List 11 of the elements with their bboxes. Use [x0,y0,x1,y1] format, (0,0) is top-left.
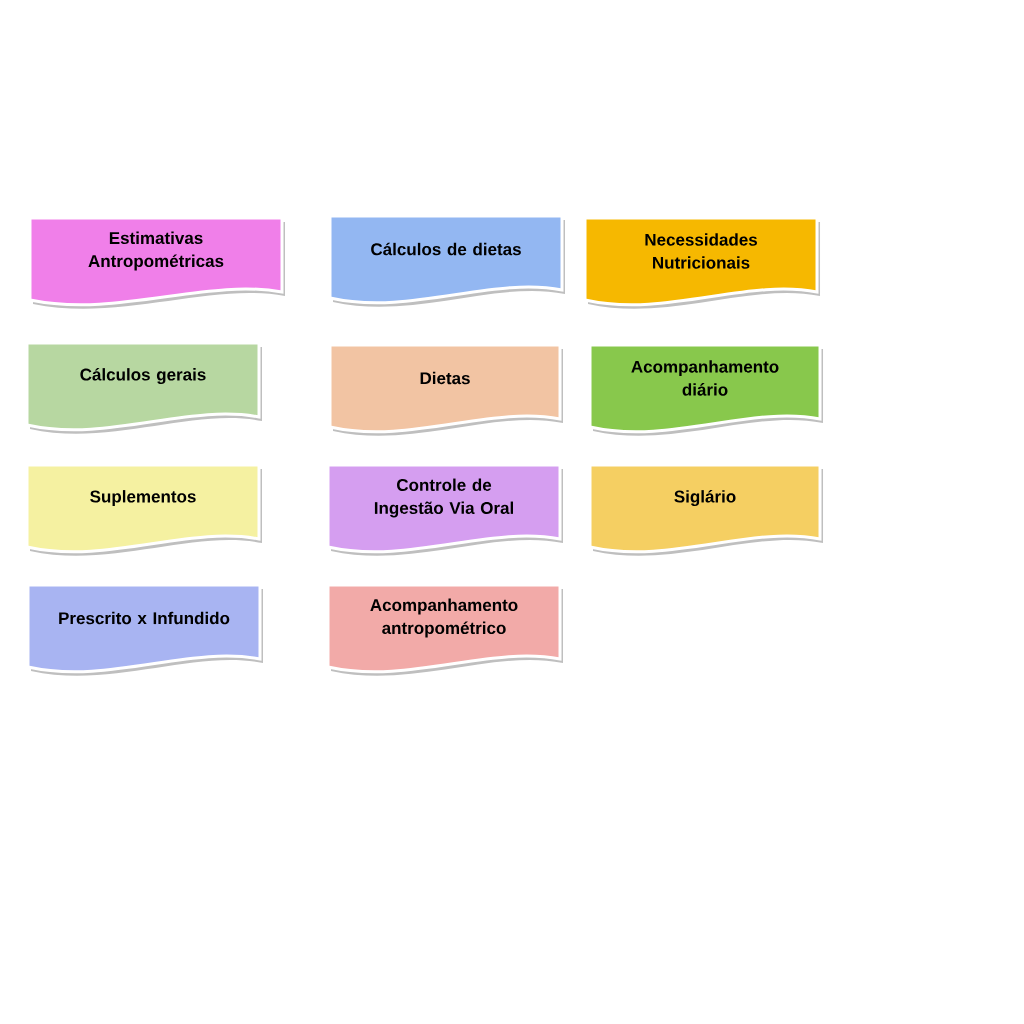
document-box: Estimativas Antropométricas [28,216,285,309]
document-box: Acompanhamento diário [588,343,823,436]
document-box: Controle de Ingestão Via Oral [326,463,563,556]
document-box: Suplementos [25,463,262,556]
document-box: Cálculos de dietas [328,214,565,307]
document-box: Cálculos gerais [25,341,262,434]
document-box: Acompanhamento antropométrico [326,583,563,676]
document-box: Dietas [328,343,563,436]
document-box: Siglário [588,463,823,556]
document-box: Necessidades Nutricionais [583,216,820,309]
document-box: Prescrito x Infundido [26,583,263,676]
